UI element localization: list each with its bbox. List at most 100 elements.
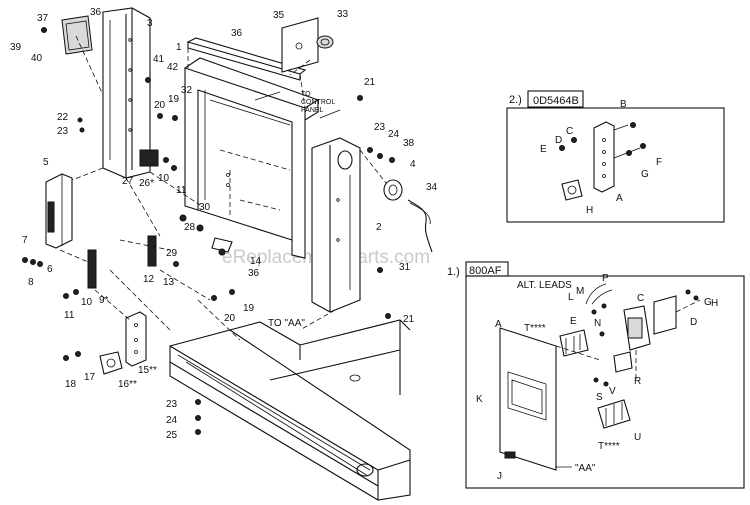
callout-labels: 37 36 3 39 40 1 36 35 33 41 42 32 19 20 … [10,7,438,441]
inset-800af-label-t1: T**** [524,323,546,334]
terminal-strip-12 [147,235,157,267]
callout-28: 28 [184,222,196,233]
callout-19: 19 [168,94,180,105]
callout-15: 15** [138,365,157,376]
inset-0d5464b: 2.) 0D5464B B C D E F G A H [506,90,725,223]
inset-0d5464b-label-d: D [555,135,562,146]
inset-800af-tag [465,261,509,277]
callout-10: 10 [158,173,170,184]
callout-4: 4 [410,159,416,170]
callout-24: 24 [388,129,400,140]
terminal-block-bracket [45,173,73,249]
callout-20b: 20 [224,313,236,324]
inset-800af-frame [465,275,745,489]
callout-19b: 19 [243,303,255,314]
to-aa-note: TO "AA" [268,318,305,329]
callout-13: 13 [163,277,175,288]
inset-800af-label-n: N [594,318,601,329]
terminal-block-26 [139,149,159,167]
callout-1: 1 [176,42,182,53]
callout-2: 2 [376,222,382,233]
to-control-note-2: CONTROL [301,99,335,106]
callout-3: 3 [147,18,153,29]
callout-37: 37 [37,13,49,24]
callout-7: 7 [22,235,28,246]
right-side-panel [311,137,361,313]
callout-23: 23 [57,126,69,137]
inset-0d5464b-label-h: H [586,205,593,216]
callout-29: 29 [166,248,178,259]
callout-23c: 23 [166,399,178,410]
breaker-bracket [125,311,147,367]
top-channel [186,37,307,81]
callout-35: 35 [273,10,285,21]
inset-800af-label-v: V [609,386,616,397]
cover-plate [61,15,93,55]
callout-14: 14 [250,256,262,267]
inset-800af-label-c: C [637,293,644,304]
cable-harness [407,199,433,253]
to-control-note-1: TO [301,91,311,98]
callout-10b: 10 [81,297,93,308]
inset-0d5464b-label-c: C [566,126,573,137]
inset-800af-alt-leads: ALT. LEADS [517,280,572,291]
callout-32: 32 [181,85,193,96]
inset-0d5464b-label-g: G [641,169,649,180]
callout-36c: 36 [248,268,260,279]
breaker-16 [99,351,123,375]
grommet [383,179,403,201]
callout-9: 9* [99,295,109,306]
callout-18: 18 [65,379,77,390]
callout-6: 6 [47,264,53,275]
callout-22: 22 [57,112,69,123]
callout-33: 33 [337,9,349,20]
inset-800af-label-h: H [711,298,718,309]
inset-0d5464b-number: 2.) [509,94,522,106]
terminal-strip-9 [87,249,97,289]
inset-800af-label-s: S [596,392,603,403]
callout-38: 38 [403,138,415,149]
callout-36: 36 [90,7,102,18]
callout-30: 30 [199,202,211,213]
to-control-note-3: PANEL [301,107,324,114]
callout-36b: 36 [231,28,243,39]
callout-21b: 21 [403,314,415,325]
inset-800af-label-e: E [570,316,577,327]
inset-800af-label-k: K [476,394,483,405]
callout-23b: 23 [374,122,386,133]
inset-800af-label-p: P [602,273,609,284]
callout-41: 41 [153,54,165,65]
callout-12: 12 [143,274,155,285]
inset-800af-label-aa: "AA" [575,463,596,474]
inset-0d5464b-part-number: 0D5464B [533,95,579,107]
inset-800af-label-g: G [704,297,712,308]
callout-11b: 11 [64,310,75,321]
inset-800af-number: 1.) [447,266,460,278]
inset-800af-rating: 800AF [469,265,502,277]
inset-0d5464b-label-b: B [620,99,627,110]
assembly-lines [59,35,387,341]
callout-31: 31 [399,262,411,273]
inset-800af-label-d: D [690,317,697,328]
callout-11: 11 [176,185,187,196]
inset-800af-label-t2: T**** [598,441,620,452]
callout-24b: 24 [166,415,178,426]
inset-0d5464b-label-a: A [616,193,623,204]
inset-800af: 1.) 800AF ALT. LEADS A T**** L M P N [447,261,745,489]
callout-5: 5 [43,157,49,168]
base-frame-rail [169,319,411,501]
inset-800af-label-a: A [495,319,502,330]
access-plate [281,17,319,73]
inset-0d5464b-label-f: F [656,157,662,168]
inset-800af-label-j: J [497,471,502,482]
callout-17: 17 [84,372,96,383]
callout-27: 27 [122,176,134,187]
callout-20: 20 [154,100,166,111]
inset-0d5464b-tag [527,90,584,108]
inset-800af-label-m: M [576,286,584,297]
inset-800af-label-r: R [634,376,641,387]
mounting-hardware [179,214,233,256]
rear-frame [184,57,320,259]
callout-39: 39 [10,42,22,53]
